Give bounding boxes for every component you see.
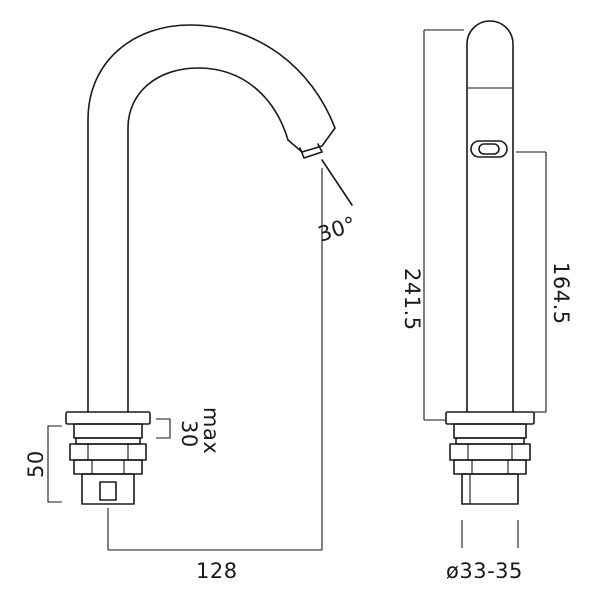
reach-label: 128 xyxy=(196,559,238,583)
front-threaded-tail xyxy=(461,473,519,505)
spout-inner-outline xyxy=(127,67,289,413)
nut-upper xyxy=(69,443,147,461)
spout-nozzle xyxy=(287,127,336,153)
washer xyxy=(75,437,141,445)
front-base-flange xyxy=(445,411,535,425)
front-view xyxy=(423,20,547,548)
tail-fitting xyxy=(99,481,117,501)
max-bracket xyxy=(156,418,171,439)
max-value-label: 30 xyxy=(177,420,201,448)
max-label: max xyxy=(199,407,223,454)
base-collar xyxy=(73,423,143,439)
hole-diameter-label: ø33-35 xyxy=(446,559,523,583)
base-flange xyxy=(65,411,151,425)
threaded-tail xyxy=(81,473,135,505)
outlet-aerator xyxy=(470,140,508,158)
spout-outline xyxy=(87,24,336,413)
front-nut-upper xyxy=(449,443,531,461)
base-height-label: 50 xyxy=(24,450,48,478)
front-tube xyxy=(466,20,514,413)
front-nut-lower xyxy=(453,459,527,475)
nozzle-aerator xyxy=(299,143,323,159)
front-base-collar xyxy=(453,423,527,439)
angle-indicator xyxy=(321,159,353,206)
nut-lower xyxy=(73,459,143,475)
outlet-height-label: 164.5 xyxy=(549,262,573,325)
height-50-bracket xyxy=(47,425,62,503)
total-height-label: 241.5 xyxy=(400,268,424,331)
side-view xyxy=(47,24,353,551)
